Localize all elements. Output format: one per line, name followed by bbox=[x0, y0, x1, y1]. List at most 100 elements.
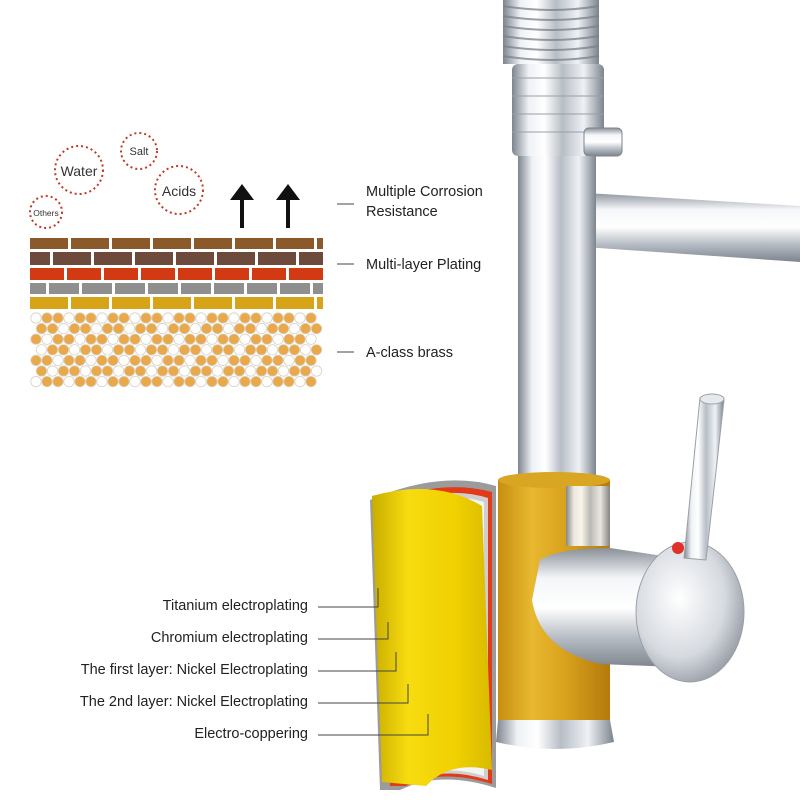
brass-granule bbox=[46, 344, 59, 356]
brass-granule bbox=[206, 375, 218, 388]
lever-handle bbox=[683, 395, 725, 561]
brass-granule bbox=[244, 322, 257, 335]
brass-granule bbox=[74, 354, 86, 366]
brass-granule bbox=[90, 365, 103, 377]
brass-granule bbox=[79, 344, 92, 356]
brass-granule bbox=[184, 354, 196, 366]
leader-nickel1 bbox=[318, 652, 397, 672]
brass-granule bbox=[277, 365, 290, 377]
brick bbox=[71, 238, 109, 249]
brass-granule bbox=[184, 312, 196, 324]
brass-granule bbox=[294, 312, 306, 324]
brass-granule bbox=[46, 365, 59, 377]
brass-granule bbox=[52, 354, 64, 366]
brass-granule bbox=[211, 365, 224, 377]
brass-granule bbox=[85, 312, 97, 324]
brass-granule bbox=[305, 312, 317, 324]
brass-granule bbox=[30, 375, 42, 388]
brick bbox=[215, 268, 249, 280]
brass-granule bbox=[90, 344, 103, 356]
brick bbox=[178, 268, 212, 280]
brick bbox=[141, 268, 175, 280]
brick bbox=[276, 297, 314, 309]
brass-granule bbox=[228, 375, 240, 388]
brass-granule bbox=[85, 333, 97, 345]
brick bbox=[289, 268, 323, 280]
brick bbox=[235, 297, 273, 309]
brass-granule bbox=[288, 365, 301, 377]
brass-granule bbox=[173, 312, 185, 324]
label-electro-coppering: Electro-coppering bbox=[194, 726, 308, 742]
brass-granule bbox=[239, 333, 251, 345]
brass-granule bbox=[239, 354, 251, 366]
brass-granule bbox=[74, 312, 86, 324]
brass-granule bbox=[217, 333, 229, 345]
brass-granule bbox=[272, 333, 284, 345]
label-line: Resistance bbox=[366, 204, 438, 220]
brass-granule bbox=[134, 365, 147, 377]
spout-arm bbox=[560, 192, 800, 262]
brick bbox=[30, 268, 64, 280]
brick bbox=[276, 238, 314, 249]
leader-copper bbox=[318, 714, 429, 736]
brass-granule bbox=[195, 354, 207, 366]
bubble-water: Water bbox=[61, 163, 98, 179]
brass-granule bbox=[233, 344, 246, 356]
brass-granule bbox=[261, 375, 273, 388]
brass-granule bbox=[68, 365, 81, 377]
brass-granule bbox=[123, 322, 136, 335]
brass-granule bbox=[250, 375, 262, 388]
brass-granule bbox=[101, 365, 114, 377]
brass-granule bbox=[277, 322, 290, 335]
brass-granule bbox=[167, 322, 180, 335]
brass-granule bbox=[233, 322, 246, 335]
brass-granule bbox=[272, 354, 284, 366]
brick bbox=[313, 283, 323, 294]
brass-granule bbox=[52, 375, 64, 388]
faucet-base bbox=[496, 720, 614, 749]
brass-granule bbox=[206, 312, 218, 324]
brick bbox=[115, 283, 145, 294]
brass-granule bbox=[266, 344, 279, 356]
brass-granule bbox=[239, 375, 251, 388]
brass-granule bbox=[255, 344, 268, 356]
brass-granule bbox=[184, 375, 196, 388]
brass-granule bbox=[305, 375, 317, 388]
brass-granule bbox=[244, 344, 257, 356]
brass-granule bbox=[239, 312, 251, 324]
brass-granule bbox=[173, 333, 185, 345]
brass-granule bbox=[200, 365, 213, 377]
brass-granule bbox=[118, 312, 130, 324]
brick bbox=[94, 252, 132, 265]
brass-granule bbox=[294, 375, 306, 388]
hose-collar bbox=[512, 64, 604, 156]
brass-granule bbox=[261, 333, 273, 345]
brass-granule bbox=[200, 322, 213, 335]
brick bbox=[30, 283, 46, 294]
brass-granule bbox=[101, 322, 114, 335]
brass-granule bbox=[162, 354, 174, 366]
brass-granule bbox=[261, 354, 273, 366]
brass-granule bbox=[156, 365, 169, 377]
brass-granule bbox=[283, 333, 295, 345]
brass-granule bbox=[118, 354, 130, 366]
brick bbox=[148, 283, 178, 294]
brick bbox=[82, 283, 112, 294]
brass-granule bbox=[41, 375, 53, 388]
brass-granule bbox=[156, 344, 169, 356]
brass-granule bbox=[140, 375, 152, 388]
corrosion-bubbles bbox=[29, 132, 204, 229]
brass-granule bbox=[129, 375, 141, 388]
brass-granule bbox=[162, 312, 174, 324]
brass-granule bbox=[90, 322, 103, 335]
label-line: Multiple Corrosion bbox=[366, 184, 483, 200]
brass-granule bbox=[140, 333, 152, 345]
brass-granule bbox=[189, 365, 202, 377]
brass-granule bbox=[134, 344, 147, 356]
brass-granule bbox=[178, 322, 191, 335]
brass-granule bbox=[250, 354, 262, 366]
brass-granule bbox=[189, 322, 202, 335]
brick bbox=[153, 238, 191, 249]
brick bbox=[153, 297, 191, 309]
